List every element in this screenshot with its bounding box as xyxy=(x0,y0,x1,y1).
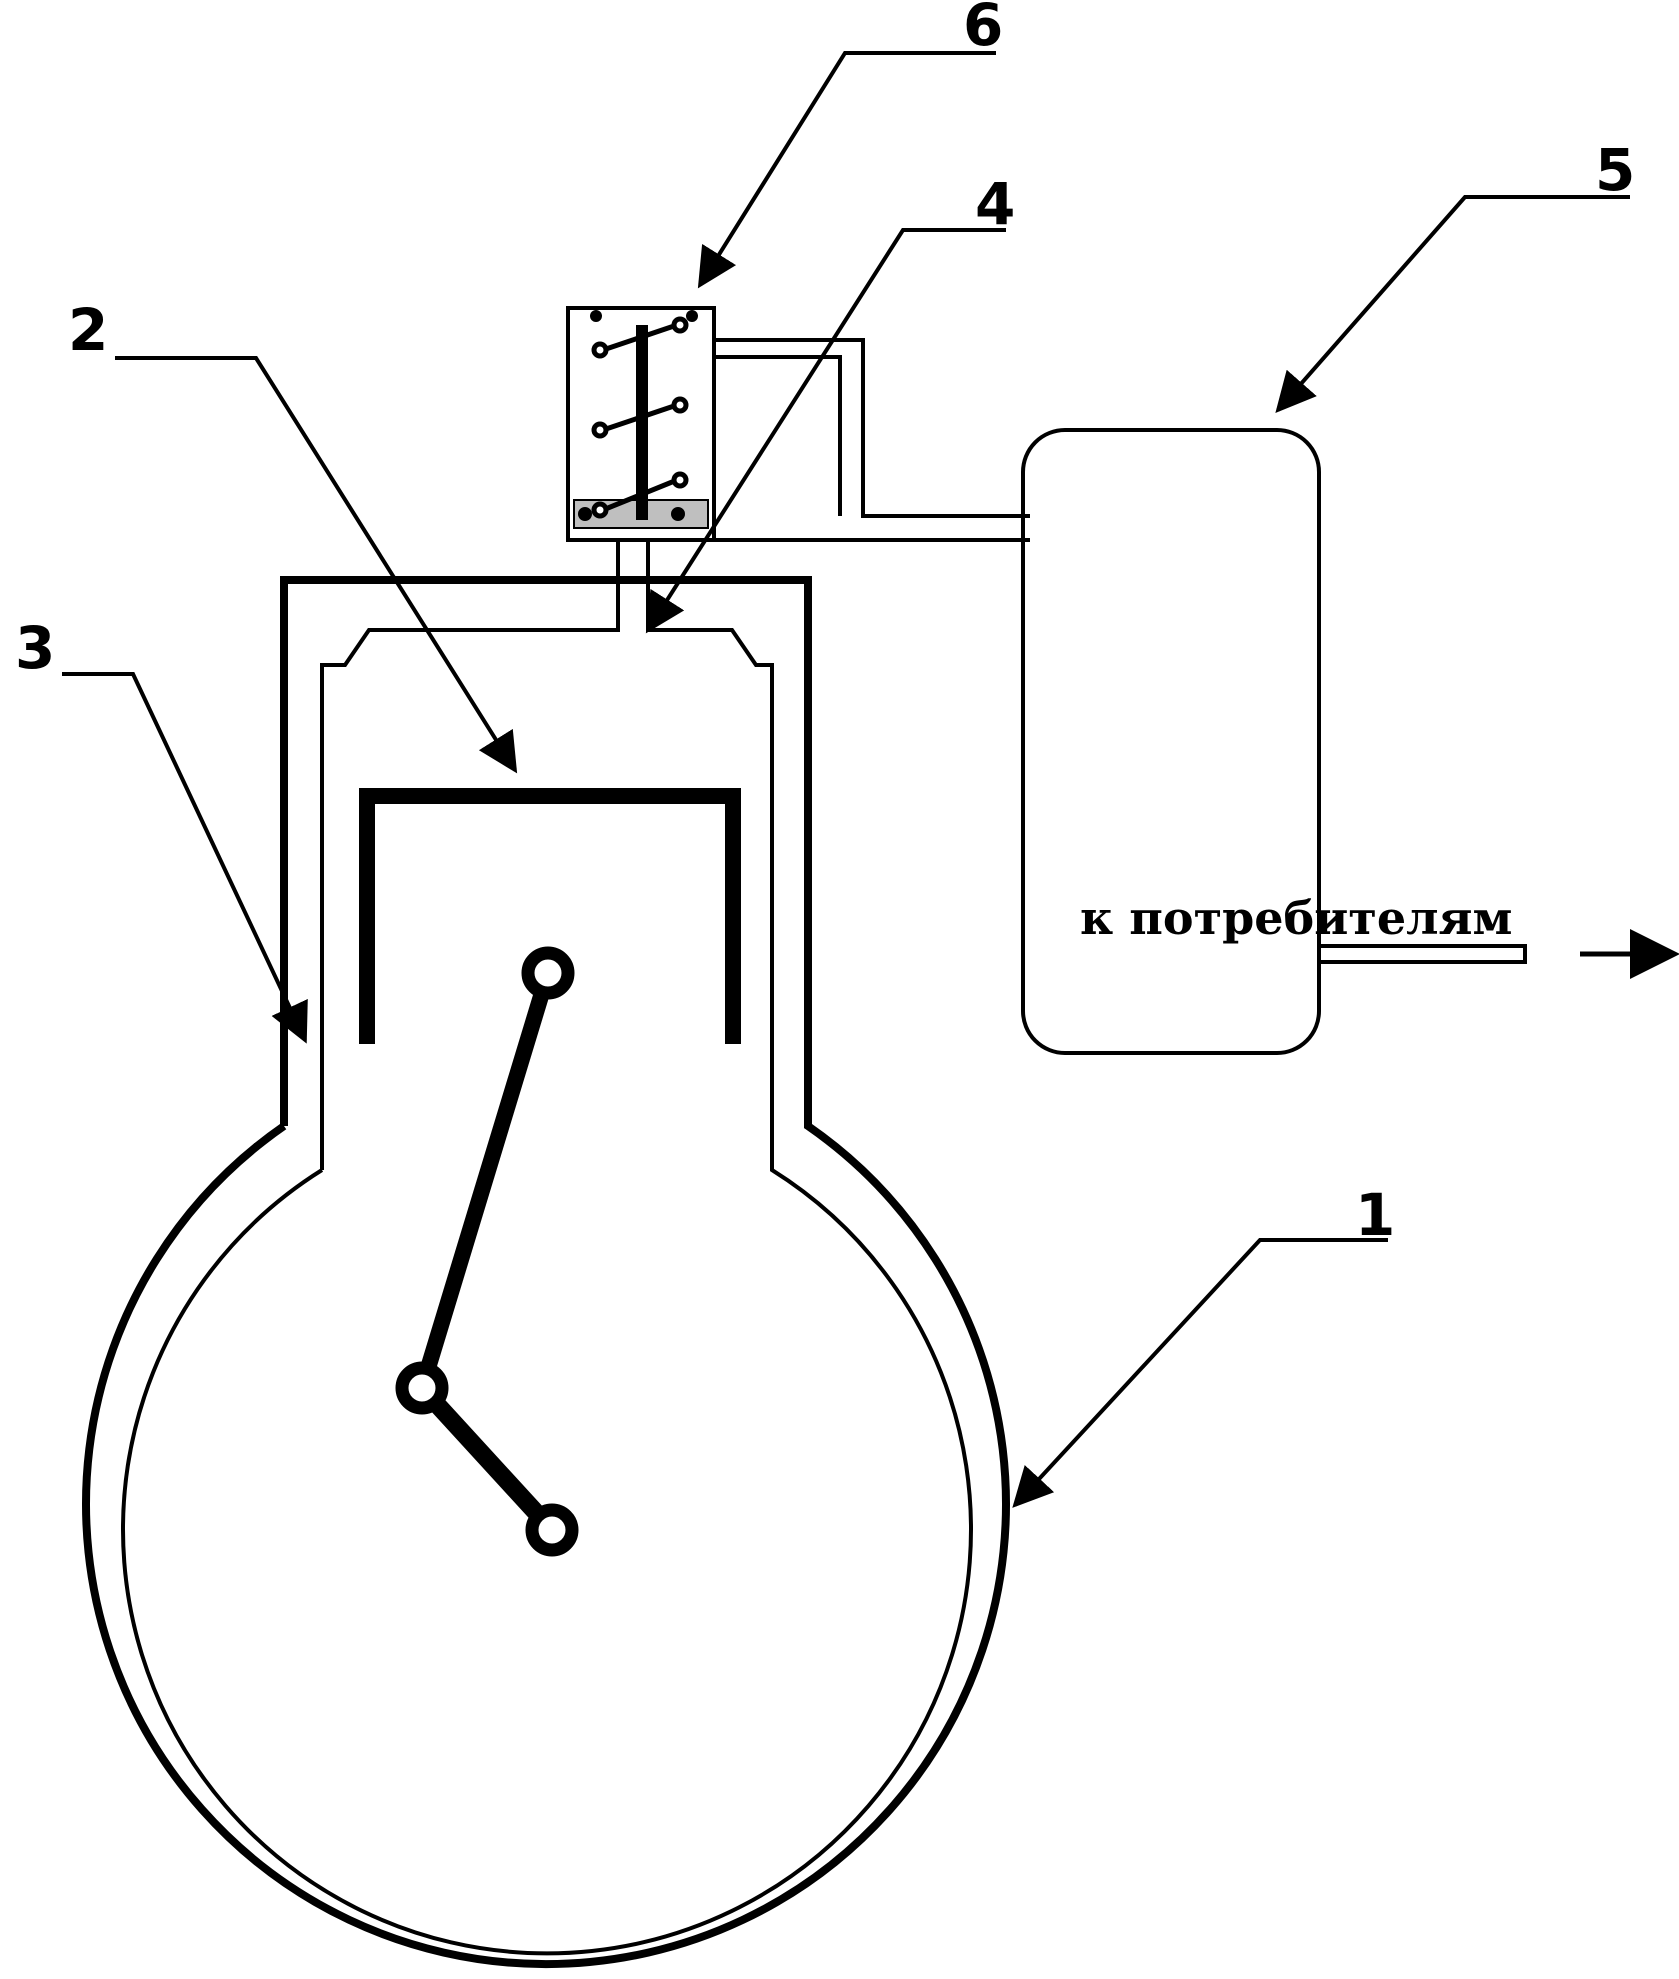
callout-leaders xyxy=(62,53,1630,1505)
label-3: 3 xyxy=(15,614,55,682)
valve-assembly xyxy=(568,308,1030,540)
connecting-rod xyxy=(422,973,548,1388)
label-2: 2 xyxy=(68,296,108,364)
leader-2 xyxy=(115,358,515,770)
label-5: 5 xyxy=(1595,136,1635,204)
leader-4 xyxy=(648,230,1006,630)
crankshaft-center xyxy=(532,1510,572,1550)
crank-mechanism xyxy=(402,953,572,1550)
label-1: 1 xyxy=(1355,1181,1395,1249)
leader-5 xyxy=(1278,197,1630,410)
label-4: 4 xyxy=(975,170,1015,238)
piston-pin xyxy=(528,953,568,993)
outlet-label: к потребителям xyxy=(1080,891,1512,945)
crank-pin xyxy=(402,1368,442,1408)
piston xyxy=(367,796,733,1044)
crankcase-housing xyxy=(86,540,1006,1964)
leader-1 xyxy=(1015,1240,1388,1505)
leader-3 xyxy=(62,674,305,1040)
housing-outer-wall xyxy=(86,580,1006,1964)
crank-arm xyxy=(422,1388,552,1530)
outlet-pipe xyxy=(1319,946,1525,962)
receiver-tank xyxy=(1023,430,1319,1053)
valve-outlet-pipe xyxy=(714,340,1030,516)
label-6: 6 xyxy=(963,0,1003,59)
leader-6 xyxy=(700,53,996,285)
